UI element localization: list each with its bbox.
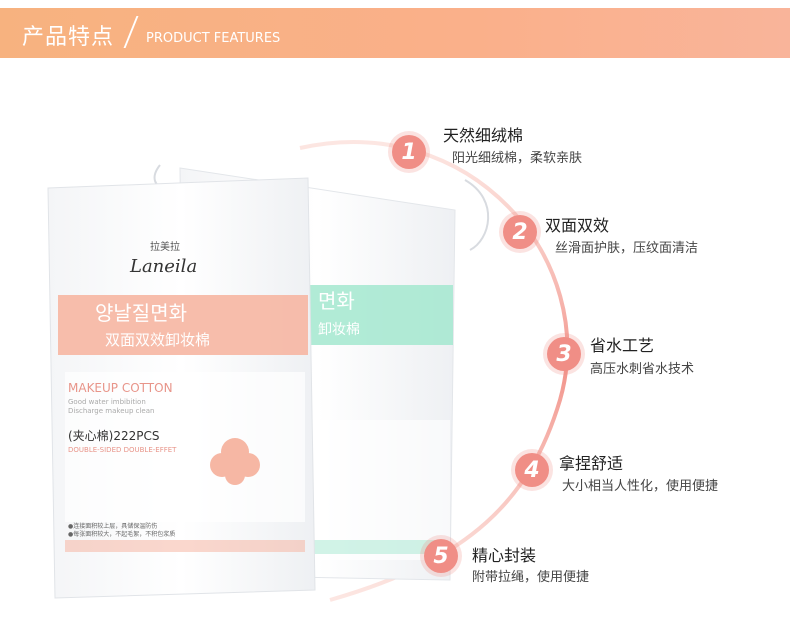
- section-header: 产品特点 PRODUCT FEATURES: [0, 8, 790, 58]
- brand-logo: Laneila: [129, 256, 197, 277]
- feature-number-badge: 5: [424, 539, 458, 573]
- feature-title: 双面双效: [545, 216, 610, 235]
- product-korean: 양날질면화: [95, 301, 187, 325]
- feature-description: 阳光细绒棉，柔软亲肤: [452, 151, 583, 166]
- product-note-2: ●每张面积较大，不起毛絮，不积包浆质: [68, 530, 175, 538]
- product-double: DOUBLE-SIDED DOUBLE-EFFET: [68, 446, 177, 454]
- back-korean: 면화: [318, 289, 355, 313]
- feature-title: 省水工艺: [590, 336, 655, 355]
- brand-cn: 拉美拉: [150, 240, 180, 253]
- feature-number-badge: 2: [503, 215, 537, 249]
- feature-title: 精心封装: [472, 546, 537, 565]
- section-subtitle: PRODUCT FEATURES: [146, 31, 281, 46]
- feature-number-badge: 3: [547, 337, 581, 371]
- front-pack: [47, 177, 316, 599]
- back-name: 卸妆棉: [318, 321, 360, 338]
- feature-description: 附带拉绳，使用便捷: [472, 570, 590, 585]
- product-line-1: Good water imbibition: [68, 398, 146, 406]
- section-title: 产品特点: [22, 25, 115, 50]
- product-note-1: ●连接面积较上层，具储保温防伤: [68, 522, 157, 530]
- product-count: (夹心棉)222PCS: [68, 429, 160, 443]
- product-name-cn: 双面双效卸妆棉: [105, 331, 210, 349]
- feature-number-badge: 4: [515, 453, 549, 487]
- product-name-en: MAKEUP COTTON: [68, 381, 173, 395]
- feature-title: 拿捏舒适: [559, 454, 624, 473]
- product-line-2: Discharge makeup clean: [68, 407, 154, 415]
- feature-description: 丝滑面护肤，压纹面清洁: [555, 241, 699, 256]
- feature-description: 高压水刺省水技术: [590, 362, 695, 377]
- feature-title: 天然细绒棉: [443, 126, 524, 145]
- feature-number-badge: 1: [392, 135, 426, 169]
- feature-description: 大小相当人性化，使用便捷: [562, 479, 719, 494]
- drawstring-right: [464, 179, 490, 251]
